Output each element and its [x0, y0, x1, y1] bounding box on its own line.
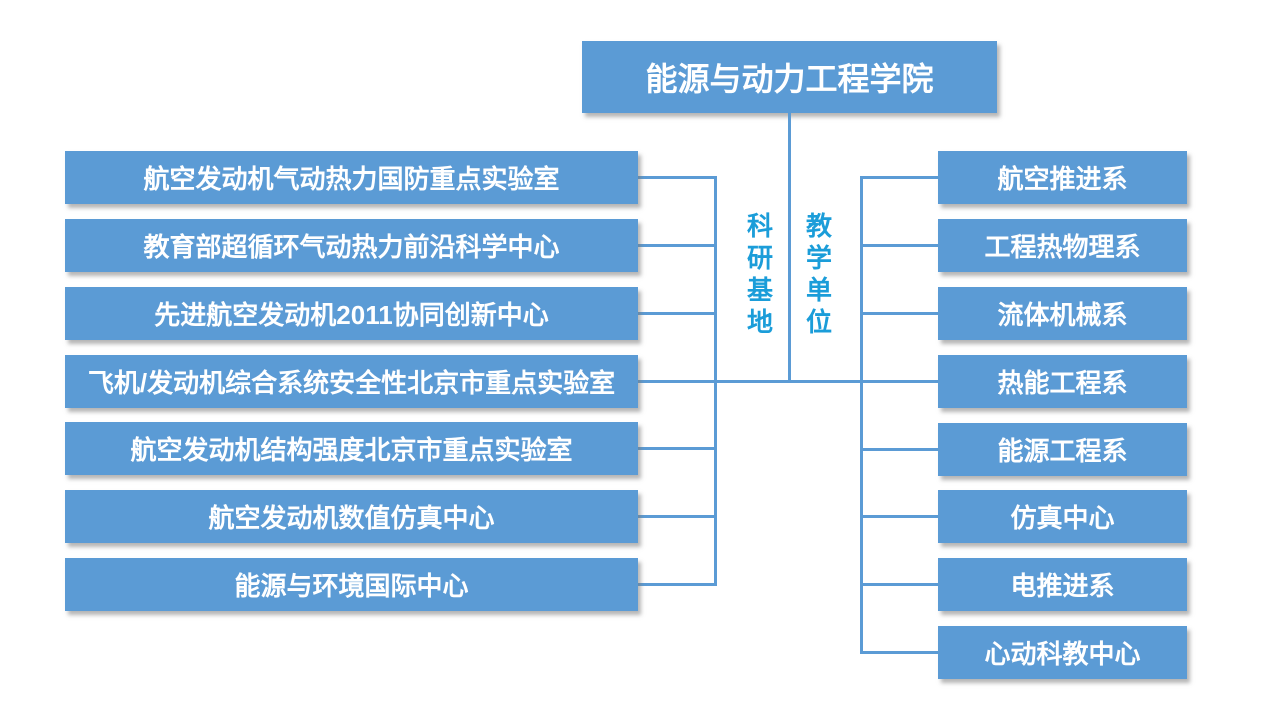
- teaching-node: 能源工程系: [938, 423, 1187, 476]
- connector-right-stub: [860, 176, 938, 179]
- connector-root-vertical: [788, 113, 791, 382]
- connector-center-horizontal: [638, 380, 938, 383]
- connector-right-stub: [860, 244, 938, 247]
- root-node: 能源与动力工程学院: [582, 41, 997, 113]
- branch-label-research-bases: 科研基地: [743, 212, 774, 340]
- research-node: 飞机/发动机综合系统安全性北京市重点实验室: [65, 355, 638, 408]
- connector-right-stub: [860, 515, 938, 518]
- research-node: 教育部超循环气动热力前沿科学中心: [65, 219, 638, 272]
- connector-left-stub: [638, 176, 717, 179]
- research-node: 航空发动机气动热力国防重点实验室: [65, 151, 638, 204]
- research-node: 航空发动机结构强度北京市重点实验室: [65, 422, 638, 475]
- branch-label-teaching-units: 教学单位: [802, 212, 833, 340]
- connector-left-stub: [638, 312, 717, 315]
- teaching-node: 工程热物理系: [938, 219, 1187, 272]
- connector-right-stub: [860, 651, 938, 654]
- connector-right-spine: [860, 176, 863, 654]
- connector-left-stub: [638, 515, 717, 518]
- connector-left-stub: [638, 447, 717, 450]
- connector-left-spine: [714, 176, 717, 586]
- connector-right-stub: [860, 448, 938, 451]
- teaching-node: 心动科教中心: [938, 626, 1187, 679]
- research-node: 先进航空发动机2011协同创新中心: [65, 287, 638, 340]
- research-node: 能源与环境国际中心: [65, 558, 638, 611]
- research-node: 航空发动机数值仿真中心: [65, 490, 638, 543]
- teaching-node: 热能工程系: [938, 355, 1187, 408]
- connector-left-stub: [638, 244, 717, 247]
- teaching-node: 电推进系: [938, 558, 1187, 611]
- connector-right-stub: [860, 583, 938, 586]
- connector-left-stub: [638, 583, 717, 586]
- teaching-node: 航空推进系: [938, 151, 1187, 204]
- teaching-node: 流体机械系: [938, 287, 1187, 340]
- teaching-node: 仿真中心: [938, 490, 1187, 543]
- connector-right-stub: [860, 312, 938, 315]
